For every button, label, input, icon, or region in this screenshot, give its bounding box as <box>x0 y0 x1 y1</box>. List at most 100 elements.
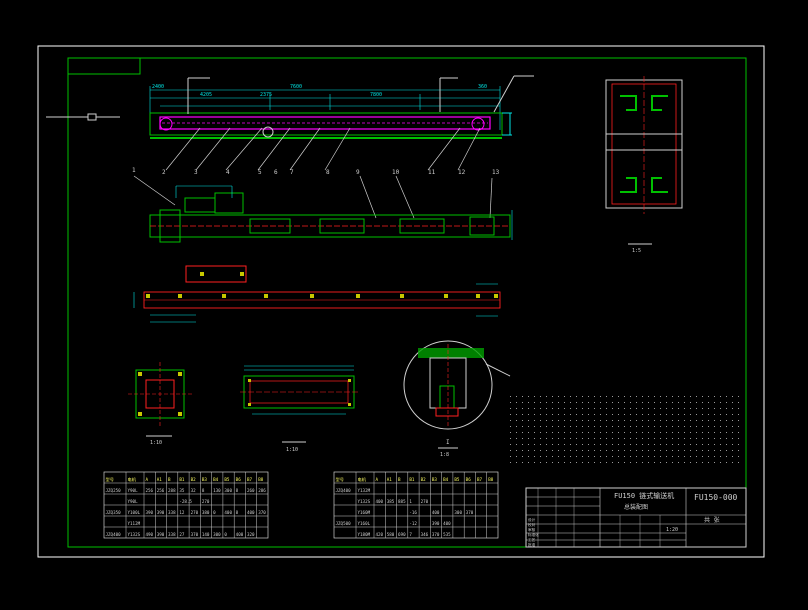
dim-1: 2400 <box>152 84 164 90</box>
table-cell: 35 <box>179 488 185 493</box>
table-cell: 1 <box>409 499 412 504</box>
table-cell: Y112M <box>128 521 141 526</box>
end-section-left: 1:10 <box>128 362 192 446</box>
dim-6: 360 <box>478 84 487 90</box>
table-header-cell: B7 <box>477 477 483 482</box>
detail-circle: I 1:8 <box>403 340 511 458</box>
dot-field <box>510 396 739 463</box>
table-header-cell: B7 <box>247 477 253 482</box>
callout-10: 10 <box>392 169 400 176</box>
table-cell: 8 <box>202 488 205 493</box>
table-cell: Y132M <box>358 488 371 493</box>
table-cell: 130 <box>213 488 221 493</box>
table-header-cell: A1 <box>387 477 393 482</box>
table-cell: 0 <box>224 532 227 537</box>
table-cell: 885 <box>398 499 406 504</box>
right-cross-section: 1:5 <box>605 76 683 254</box>
table-cell: 338 <box>168 532 176 537</box>
table-header-cell: B2 <box>191 477 197 482</box>
table-cell: 300 <box>213 532 221 537</box>
callout-8: 8 <box>326 169 330 176</box>
table-cell: 400 <box>247 510 255 515</box>
table-cell: 400 <box>443 521 451 526</box>
table-cell: JZQ350 <box>106 510 122 515</box>
callout-6: 6 <box>274 169 278 176</box>
title-block: FU150 链式输送机 总装配图 FU150-000 共 张 1:20 <box>525 487 747 548</box>
dim-5: 7800 <box>370 92 382 98</box>
table-header-cell: 型号 <box>106 476 114 483</box>
table-cell: 256 <box>146 488 154 493</box>
table-cell: Y160M <box>358 510 371 515</box>
table-header-cell: A <box>146 477 149 482</box>
table-cell: 8 <box>236 510 239 515</box>
table-cell: 27 <box>179 532 185 537</box>
table-header-cell: B5 <box>454 477 460 482</box>
table-cell: 370 <box>466 510 474 515</box>
scale-main: 1:5 <box>632 248 641 254</box>
table-header-cell: B4 <box>443 477 449 482</box>
drawing-subtitle: 总装配图 <box>624 503 648 511</box>
dim-3: 7600 <box>290 84 302 90</box>
table-header-cell: 电机 <box>358 476 367 483</box>
table-header-cell: A <box>376 477 379 482</box>
inner-frame <box>67 57 747 548</box>
table-cell: 400 <box>236 532 244 537</box>
dim-2: 4205 <box>200 92 212 98</box>
callout-3: 3 <box>194 169 198 176</box>
corner-tag <box>67 57 141 75</box>
table-cell: 380 <box>202 510 210 515</box>
table-cell: 8 <box>236 488 239 493</box>
table-cell: Y160L <box>358 521 371 526</box>
outer-frame <box>37 45 765 558</box>
table-header-cell: B4 <box>213 477 219 482</box>
table-cell: 270 <box>191 510 199 515</box>
support-part-view: 1:10 <box>240 365 360 453</box>
callout-row-1: 2 3 4 5 6 7 8 9 10 11 12 13 1 <box>132 167 500 176</box>
table-cell: 7 <box>409 532 412 537</box>
table-cell: 390 <box>157 510 165 515</box>
table-cell: JZQ400 <box>106 532 122 537</box>
table-header-cell: B <box>398 477 401 482</box>
table-cell: 490 <box>146 532 154 537</box>
base-frame <box>133 265 501 323</box>
plan-view <box>133 175 513 243</box>
callout-1: 1 <box>132 167 136 174</box>
table-cell: 400 <box>224 510 232 515</box>
table-header-cell: A1 <box>157 477 163 482</box>
table-header-cell: B1 <box>409 477 415 482</box>
table-cell: Y100L <box>128 510 141 515</box>
table-cell: -12 <box>409 521 417 526</box>
table-header-cell: B8 <box>258 477 264 482</box>
table-cell: Y90L <box>128 488 139 493</box>
table-cell: 346 <box>421 532 429 537</box>
table-cell: 300 <box>454 510 462 515</box>
table-header-cell: B1 <box>179 477 185 482</box>
table-cell: 300 <box>224 488 232 493</box>
table-cell: 370 <box>258 510 266 515</box>
table-cell: 286 <box>258 488 266 493</box>
table-cell: 420 <box>376 532 384 537</box>
section-label: I <box>446 439 450 446</box>
table-cell: -16 <box>409 510 417 515</box>
table-cell: JZQ400 <box>336 488 352 493</box>
title-block-row-label: 工艺 <box>528 537 536 542</box>
callout-7: 7 <box>290 169 294 176</box>
table-header-cell: B2 <box>421 477 427 482</box>
table-cell: 260 <box>247 488 255 493</box>
callout-2: 2 <box>162 169 166 176</box>
table-cell: 400 <box>432 510 440 515</box>
table-cell: 370 <box>432 532 440 537</box>
table-cell: 370 <box>191 532 199 537</box>
tb-scale: 1:20 <box>666 527 678 533</box>
callout-12: 12 <box>458 169 466 176</box>
table-cell: 580 <box>387 532 395 537</box>
title-block-row-label: 标准化 <box>528 532 539 537</box>
scale-right: 1:10 <box>286 447 298 453</box>
callout-9: 9 <box>356 169 360 176</box>
table-cell: Y132S <box>128 532 141 537</box>
table-cell: JZQ500 <box>336 521 352 526</box>
table-header-cell: B5 <box>224 477 230 482</box>
table-cell: Y90L <box>128 499 139 504</box>
table-header-cell: 型号 <box>336 476 344 483</box>
